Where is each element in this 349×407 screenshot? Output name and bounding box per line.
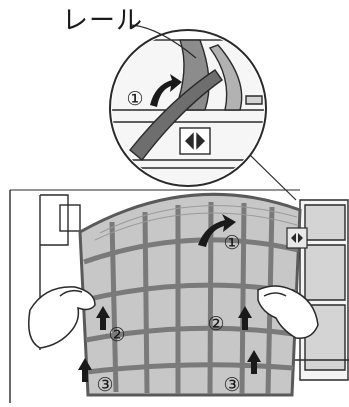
rail-callout-label: レール bbox=[62, 8, 143, 34]
latch-icon bbox=[287, 228, 307, 248]
step-pull-right: ② bbox=[203, 311, 229, 337]
step-lower-left: ③ bbox=[92, 372, 118, 398]
step-lower-right: ③ bbox=[219, 372, 245, 398]
step-pull-left: ② bbox=[104, 322, 130, 348]
zoom-step-lift: ① bbox=[122, 86, 148, 112]
step-lift: ① bbox=[219, 230, 245, 256]
zoom-leader bbox=[250, 155, 296, 200]
